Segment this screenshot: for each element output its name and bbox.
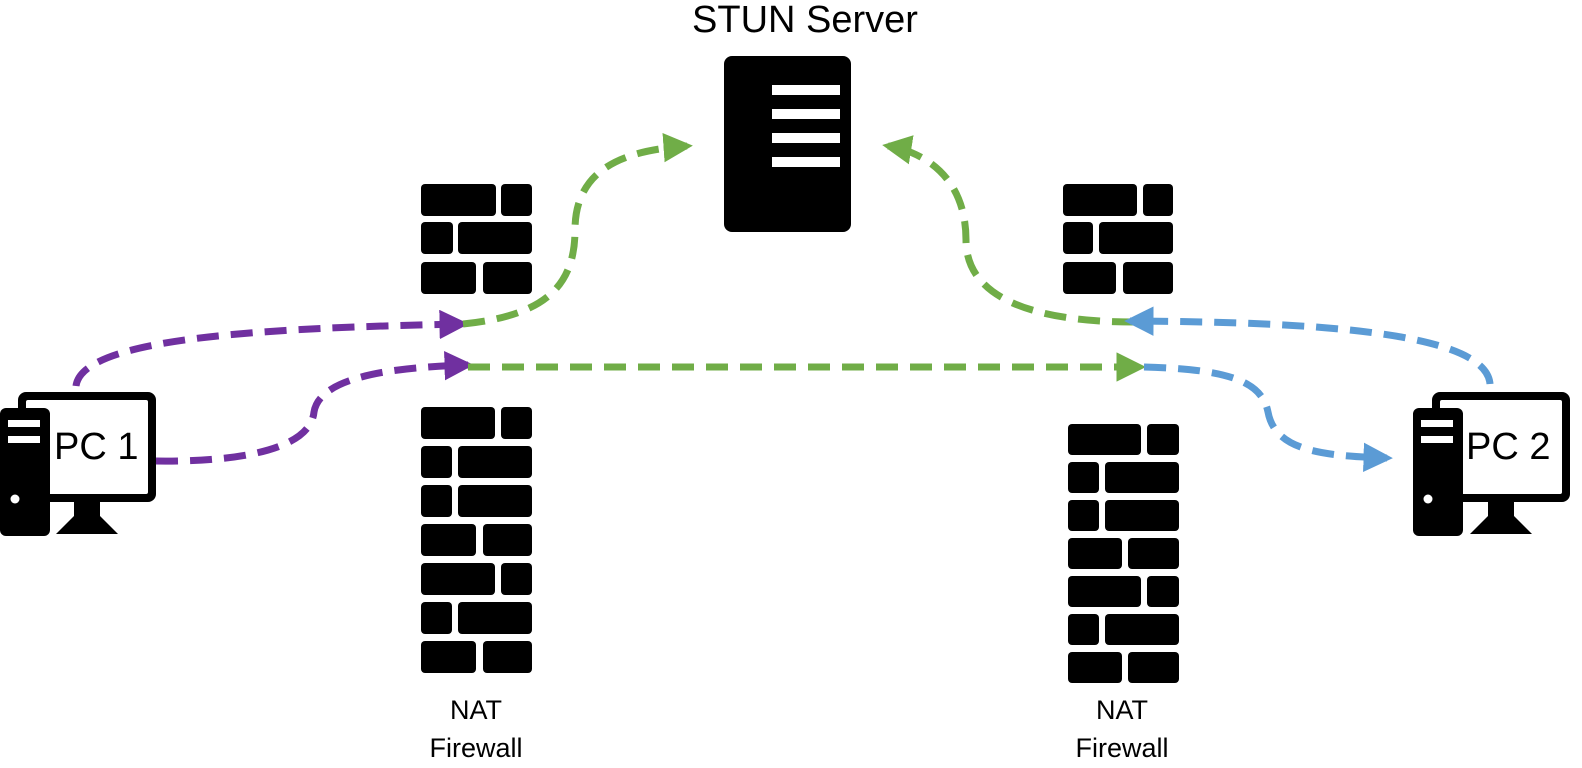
- right-firewall-label-firewall: Firewall: [1075, 733, 1168, 763]
- left-firewall-label-nat: NAT: [450, 695, 502, 725]
- left-upper-wall-icon: [421, 184, 532, 294]
- stun-server-title: STUN Server: [692, 0, 918, 41]
- server-icon: [724, 56, 851, 232]
- left-firewall-label-firewall: Firewall: [429, 733, 522, 763]
- pc2-label: PC 2: [1466, 426, 1550, 468]
- pc1-computer-icon: [0, 392, 156, 536]
- pc1-label: PC 1: [54, 426, 138, 468]
- pc2-to-right-nat-arrow: [1124, 306, 1494, 385]
- right-lower-wall-icon: [1068, 424, 1179, 683]
- right-nat-to-pc2-arrow: [1143, 363, 1393, 472]
- right-upper-wall-icon: [1063, 184, 1173, 294]
- pc1-to-firewall-upper-arrow: [72, 309, 469, 387]
- pc1-to-firewall-lower-arrow: [155, 350, 474, 465]
- left-lower-wall-icon: [421, 407, 532, 673]
- pc2-computer-icon: [1413, 392, 1570, 536]
- right-nat-to-stun-arrow: [882, 135, 1135, 326]
- right-firewall-label-nat: NAT: [1096, 695, 1148, 725]
